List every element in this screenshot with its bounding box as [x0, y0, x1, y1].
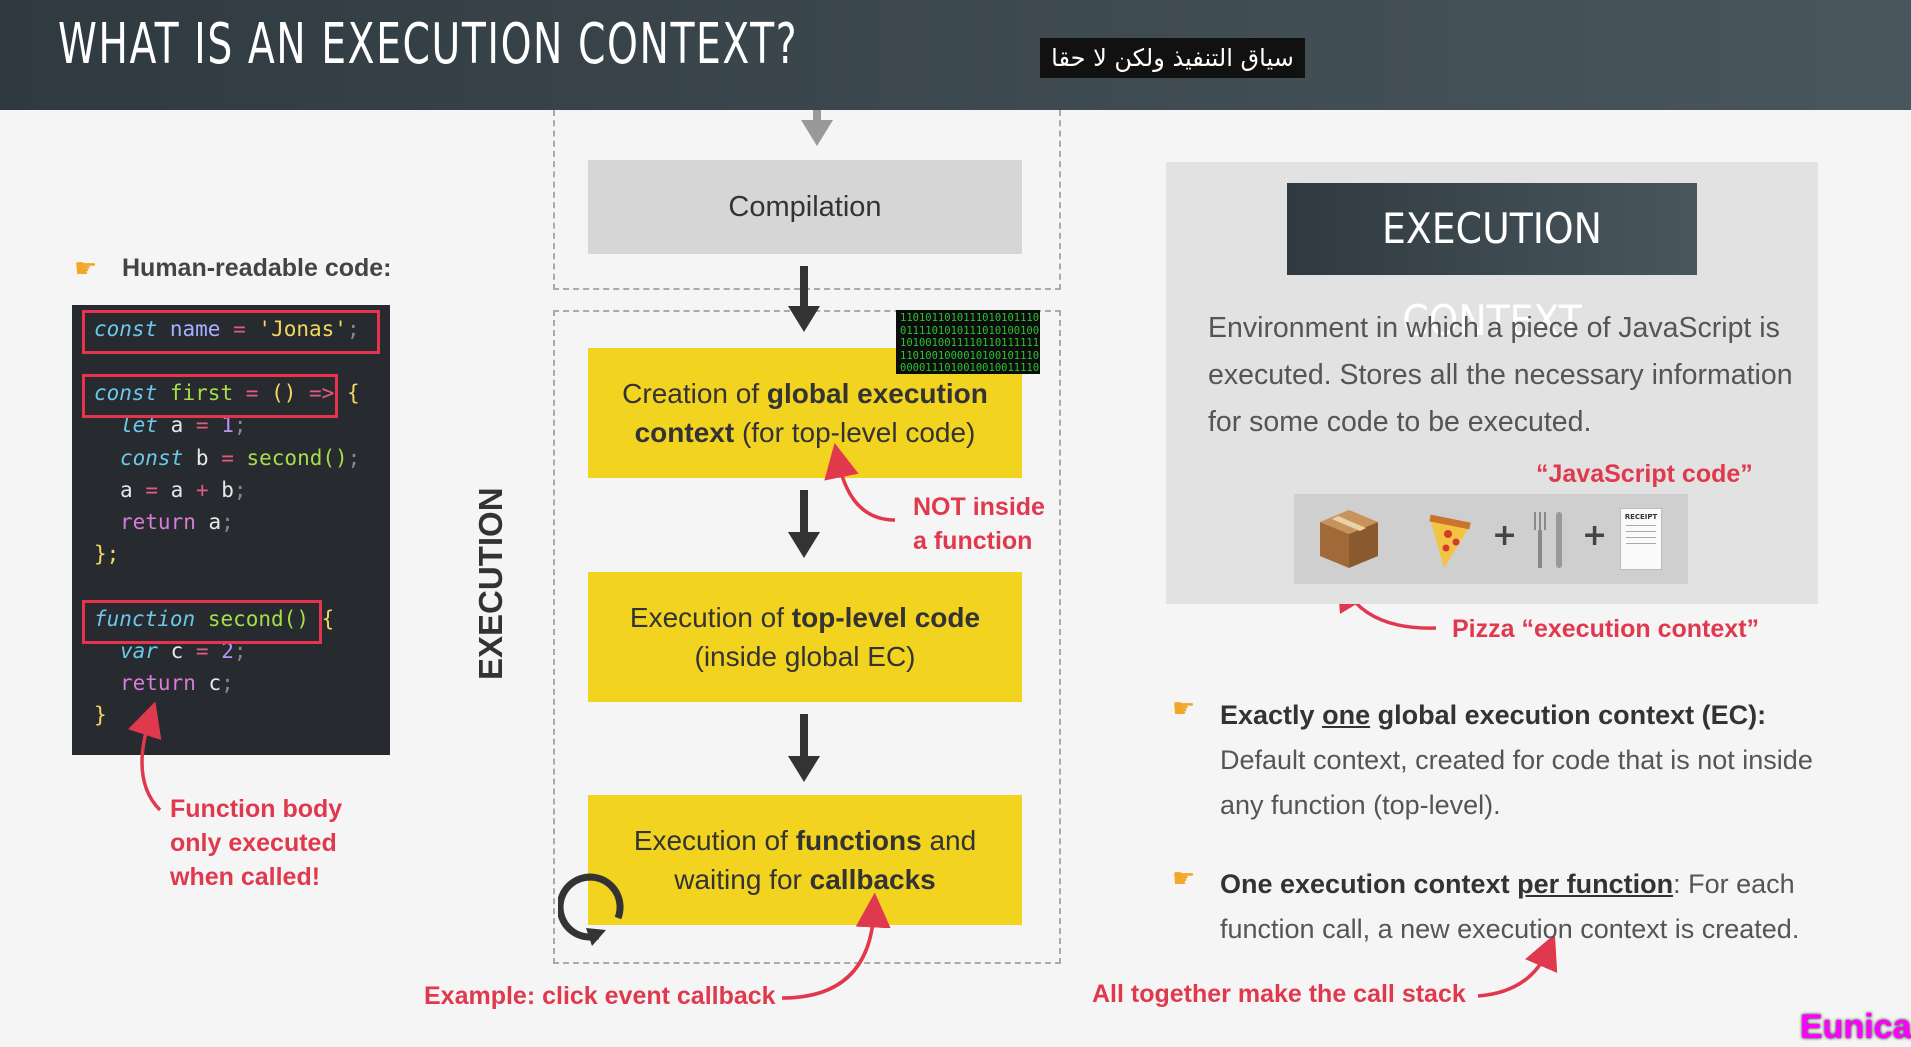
code-line-1: const name = 'Jonas'; [94, 317, 360, 341]
pizza-analogy-strip: + + RECEIPT [1294, 494, 1688, 584]
execution-context-description: Environment in which a piece of JavaScri… [1208, 312, 1793, 438]
plus-sign: + [1492, 518, 1518, 553]
code-panel: const name = 'Jonas'; const first = () =… [72, 305, 390, 755]
watermark-logo: Eunica [1800, 1008, 1911, 1046]
code-line-8: function second() { [94, 607, 335, 631]
arrow-down-icon [788, 490, 820, 558]
subtitle-caption: سياق التنفيذ ولكن لا حقا [1040, 38, 1305, 78]
pointing-hand-icon: ☛ [74, 254, 98, 284]
execution-context-title: EXECUTION CONTEXT [1287, 183, 1697, 345]
execution-top-level-box: Execution of top-level code (inside glob… [588, 572, 1022, 702]
function-body-note: Function body only executed when called! [170, 795, 343, 891]
highlight-box-second [82, 600, 322, 644]
code-label: Human-readable code: [122, 254, 392, 282]
not-inside-function-note: NOT inside a function [913, 493, 1045, 555]
pointing-hand-icon: ☛ [1172, 694, 1196, 724]
bullet-per-function: One execution context per function: For … [1220, 869, 1800, 944]
highlight-box-name [82, 310, 380, 354]
cutlery-icon [1534, 512, 1562, 568]
delivery-box-icon [1320, 510, 1378, 568]
code-line-4: const b = second(); [120, 446, 361, 470]
arrow-down-icon [788, 266, 820, 332]
execution-functions-box: Execution of functions and waiting for c… [588, 795, 1022, 925]
code-line-7: }; [94, 542, 120, 566]
receipt-icon: RECEIPT [1620, 508, 1662, 570]
top-arrow-icon [801, 110, 833, 146]
plus-sign: + [1582, 518, 1608, 553]
page-title: WHAT IS AN EXECUTION CONTEXT? [58, 12, 799, 77]
code-line-2: const first = () => { [94, 381, 360, 405]
header-bar [0, 0, 1911, 110]
code-line-6: return a; [120, 510, 234, 534]
pizza-execution-context-label: Pizza “execution context” [1452, 615, 1760, 643]
highlight-box-first [82, 374, 338, 418]
call-stack-note: All together make the call stack [1092, 980, 1466, 1008]
bullet-global-ec: Exactly one global execution context (EC… [1220, 700, 1813, 820]
code-line-5: a = a + b; [120, 478, 247, 502]
pizza-slice-icon [1429, 514, 1471, 568]
example-note: Example: click event callback [424, 982, 776, 1010]
binary-code-image: 1101011010111010101110 01111010101110101… [896, 310, 1040, 374]
javascript-code-label: “JavaScript code” [1536, 460, 1753, 488]
creation-global-ec-box: Creation of global execution context (fo… [588, 348, 1022, 478]
pointing-hand-icon: ☛ [1172, 864, 1196, 894]
loop-icon [558, 873, 624, 946]
arrow-down-icon [788, 714, 820, 782]
compilation-box: Compilation [588, 160, 1022, 254]
code-line-10: return c; [120, 671, 234, 695]
code-line-11: } [94, 703, 107, 727]
